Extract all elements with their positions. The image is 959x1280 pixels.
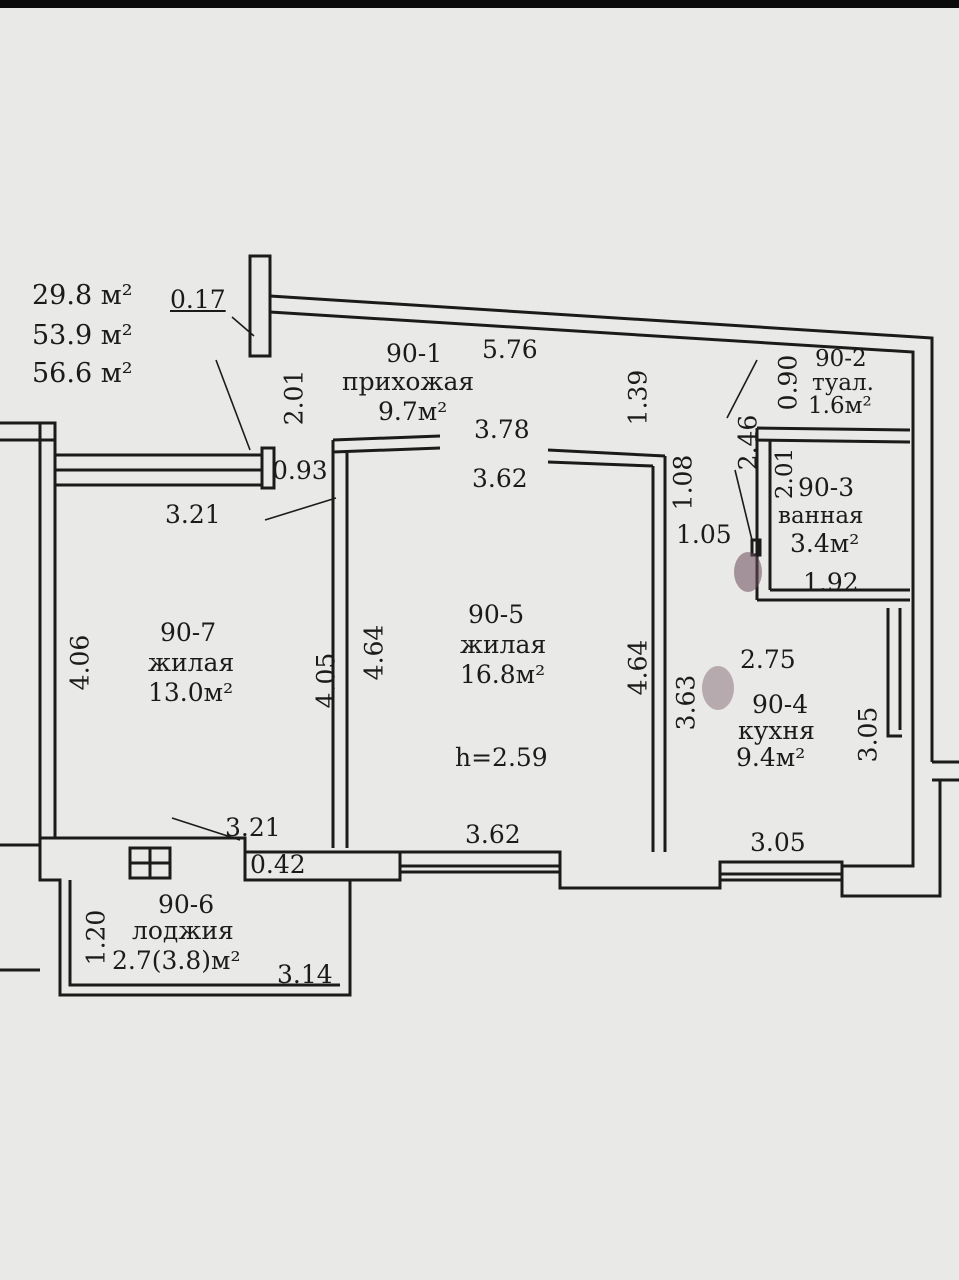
dim-4-64-left: 4.64 — [359, 624, 389, 681]
summary-area-total-loggia: 56.6 м² — [32, 358, 133, 389]
room-901-code: 90-1 — [386, 339, 443, 368]
ink-stain-2 — [702, 666, 734, 710]
dim-3-05-right: 3.05 — [853, 706, 883, 763]
summary-area-total: 53.9 м² — [32, 320, 133, 351]
dim-4-06: 4.06 — [65, 634, 95, 691]
dim-2-01: 2.01 — [279, 369, 309, 426]
dim-2-75: 2.75 — [740, 645, 796, 674]
dim-4-05: 4.05 — [311, 652, 341, 709]
room-904-area: 9.4м² — [736, 743, 806, 772]
loggia-door-mullion — [130, 848, 170, 878]
room-903-area: 3.4м² — [790, 529, 860, 558]
wall-left-edge — [0, 843, 40, 972]
room-903-name: ванная — [778, 503, 864, 529]
dim-1-20: 1.20 — [81, 909, 111, 966]
room-907-code: 90-7 — [160, 618, 217, 647]
wall-pillar — [260, 446, 276, 490]
room-903-code: 90-3 — [798, 473, 855, 502]
dim-0-93: 0.93 — [272, 456, 328, 485]
dim-1-08: 1.08 — [668, 454, 698, 511]
wall-907-905 — [331, 434, 441, 848]
room-904-code: 90-4 — [752, 690, 809, 719]
dim-5-76: 5.76 — [482, 335, 538, 364]
wall-905-904 — [547, 448, 667, 852]
dim-1-05: 1.05 — [676, 520, 732, 549]
room-906-name: лоджия — [132, 916, 234, 945]
walls — [0, 254, 959, 997]
room-902-code: 90-2 — [815, 346, 867, 372]
dim-2-46: 2.46 — [733, 414, 763, 471]
dim-3-21-top: 3.21 — [165, 500, 221, 529]
room-907-area: 13.0м² — [148, 678, 234, 707]
room-901-name: прихожая — [342, 367, 475, 396]
leader-017 — [231, 316, 255, 337]
leader-toilet — [726, 359, 758, 419]
room-906-code: 90-6 — [158, 890, 215, 919]
window-904 — [720, 872, 842, 882]
leader-321b — [171, 817, 241, 841]
door-mark — [750, 538, 762, 557]
dim-3-62-bottom: 3.62 — [465, 820, 521, 849]
summary-area-living: 29.8 м² — [32, 280, 133, 311]
window-905 — [400, 864, 560, 874]
dim-3-05-bottom: 3.05 — [750, 828, 806, 857]
dim-0-42: 0.42 — [250, 850, 306, 879]
dim-3-78: 3.78 — [474, 415, 530, 444]
room-905-code: 90-5 — [468, 600, 525, 629]
room-906-area: 2.7(3.8)м² — [112, 946, 241, 975]
dim-3-14: 3.14 — [277, 960, 333, 989]
wall-bathroom — [755, 426, 911, 602]
dim-3-21-bottom: 3.21 — [225, 813, 281, 842]
dim-4-64-right: 4.64 — [623, 639, 653, 696]
dim-3-63: 3.63 — [671, 674, 701, 731]
wall-kitchen-right — [886, 608, 902, 738]
dim-2-01-bath: 2.01 — [772, 447, 799, 500]
wall-top-exterior — [269, 294, 934, 762]
ink-stain — [734, 552, 762, 592]
wall-loggia — [38, 845, 352, 997]
wall-right-exterior — [842, 760, 959, 868]
dim-3-62-top: 3.62 — [472, 464, 528, 493]
room-907-name: жилая — [148, 648, 235, 677]
dim-0-90: 0.90 — [773, 354, 803, 411]
wall-left-top — [53, 470, 262, 487]
wall-bottom-exterior — [40, 780, 942, 898]
room-905-area: 16.8м² — [460, 660, 546, 689]
leader-105 — [734, 469, 753, 541]
ceiling-height: h=2.59 — [455, 743, 548, 772]
leader-201 — [215, 359, 251, 451]
room-902-area: 1.6м² — [808, 393, 872, 419]
wall-post — [248, 254, 272, 358]
top-edge-bar — [0, 0, 959, 8]
room-904-name: кухня — [738, 716, 815, 745]
dim-1-39: 1.39 — [623, 369, 653, 426]
room-905-name: жилая — [460, 630, 547, 659]
wall-907-left — [38, 485, 57, 838]
leader-321a — [264, 497, 337, 521]
room-901-area: 9.7м² — [378, 397, 448, 426]
room-902-name: туал. — [812, 370, 874, 396]
dim-1-92: 1.92 — [803, 568, 859, 597]
dim-0-17: 0.17 — [170, 285, 226, 314]
leader-lines — [171, 316, 758, 841]
